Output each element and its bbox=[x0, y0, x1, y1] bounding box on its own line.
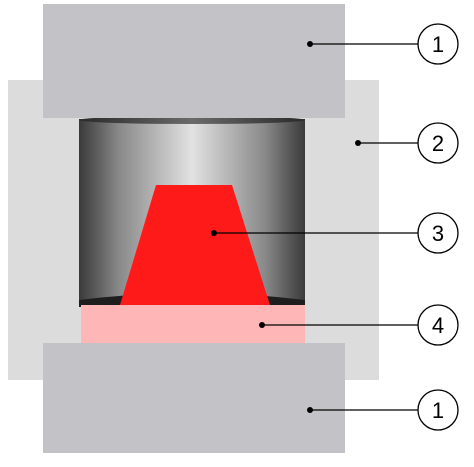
callout-label: 1 bbox=[432, 398, 444, 423]
top-block bbox=[43, 4, 345, 118]
callout-label: 3 bbox=[432, 221, 444, 246]
callout-3: 3 bbox=[211, 212, 459, 254]
callout-2: 2 bbox=[355, 122, 459, 164]
callout-1-top: 1 bbox=[307, 23, 459, 65]
callout-1-bottom: 1 bbox=[307, 389, 459, 431]
callout-4: 4 bbox=[259, 304, 459, 346]
bottom-block bbox=[43, 343, 345, 453]
trapezoid-insert bbox=[120, 185, 270, 305]
callout-label: 1 bbox=[432, 32, 444, 57]
callout-label: 4 bbox=[432, 313, 444, 338]
callout-circle bbox=[417, 212, 459, 254]
pink-layer bbox=[81, 305, 305, 343]
callout-label: 2 bbox=[432, 131, 444, 156]
callout-circle bbox=[417, 23, 459, 65]
callout-circle bbox=[417, 304, 459, 346]
callout-circle bbox=[417, 122, 459, 164]
callout-circle bbox=[417, 389, 459, 431]
